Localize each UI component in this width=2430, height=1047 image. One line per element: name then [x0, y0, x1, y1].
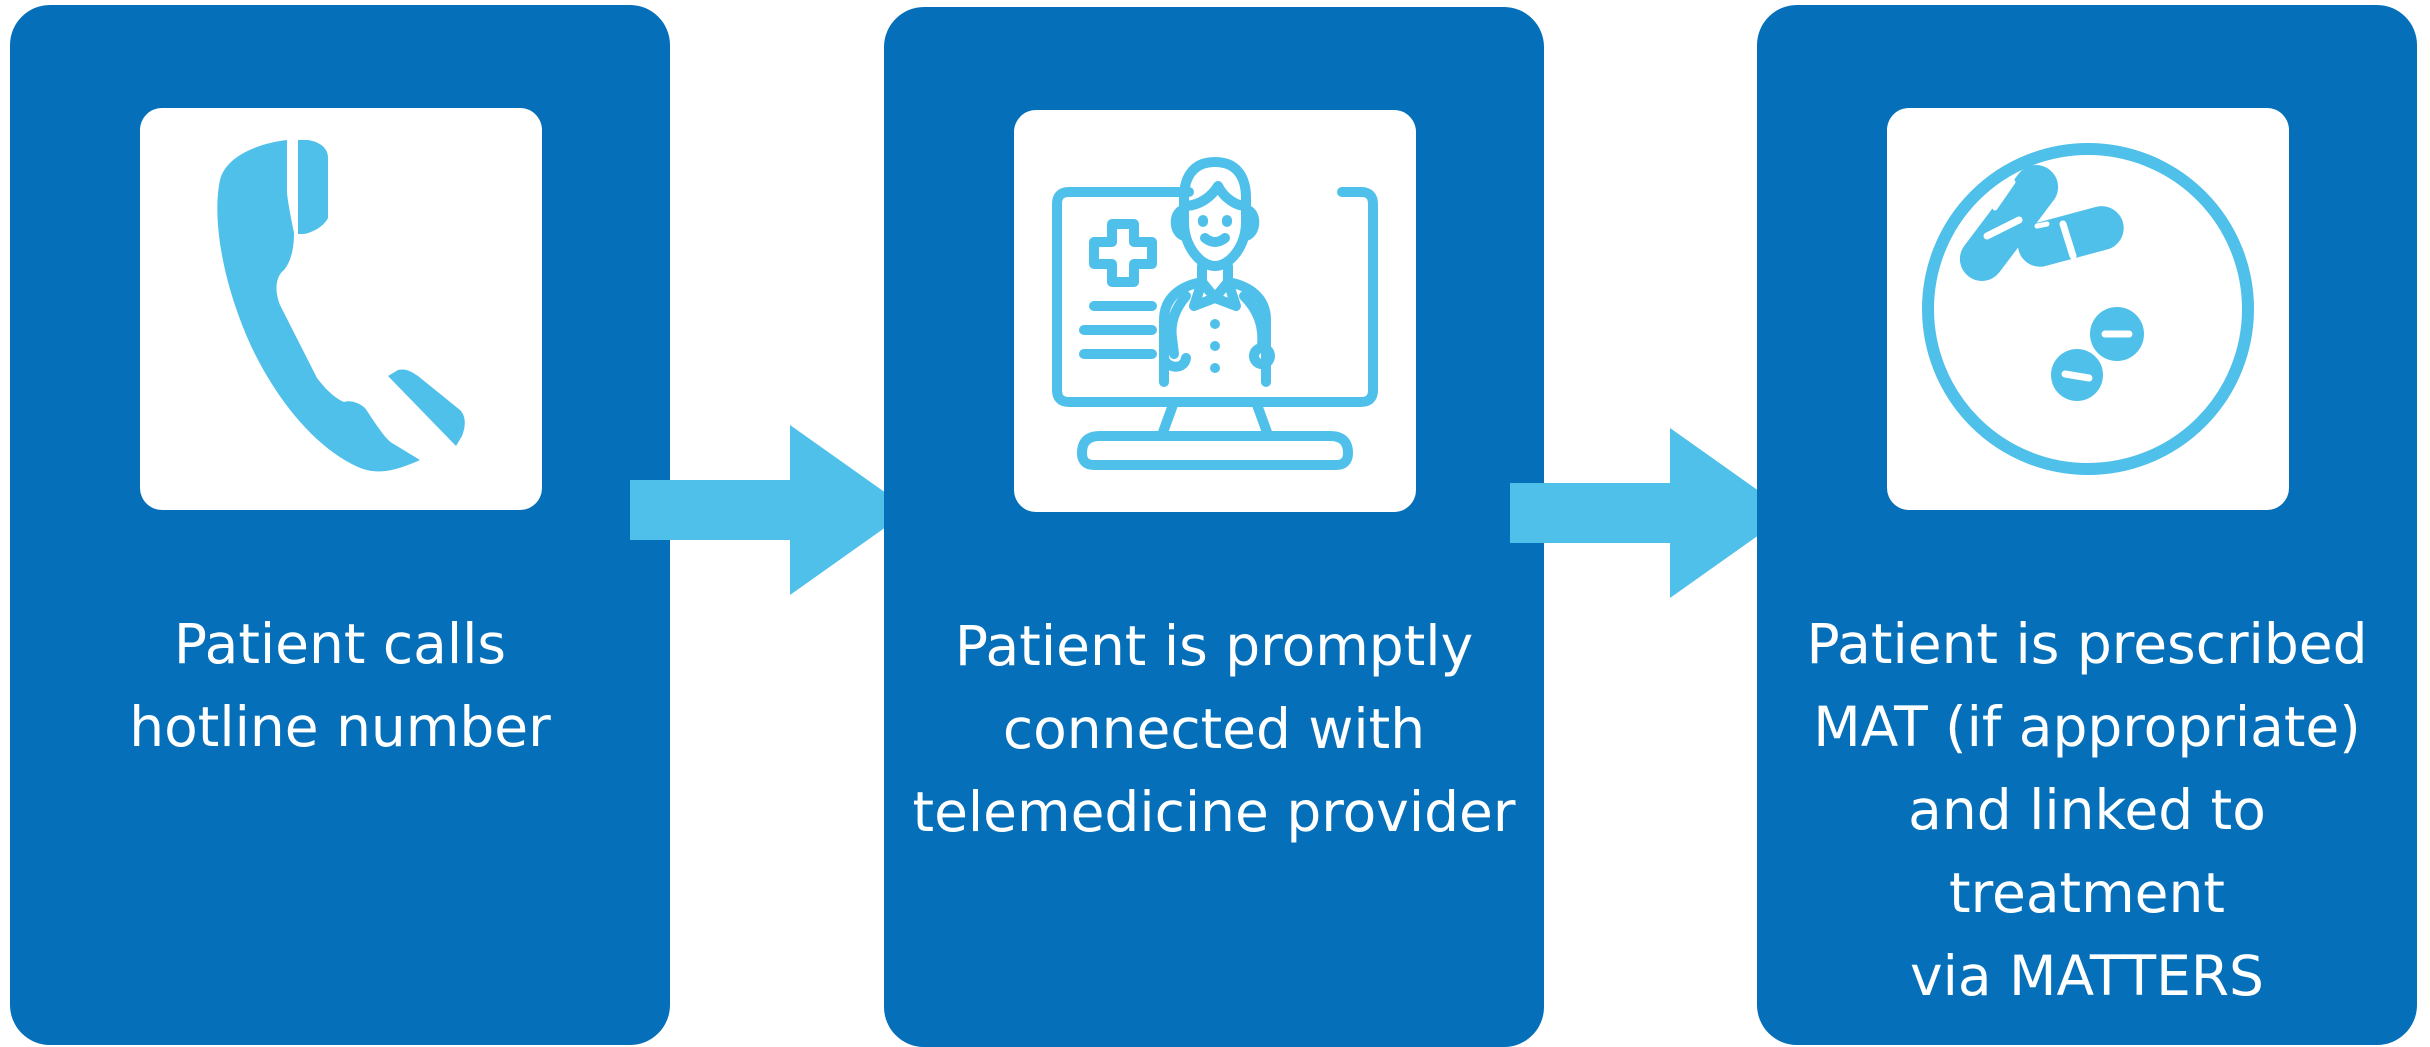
- step-3-text: Patient is prescribed MAT (if appropriat…: [1806, 612, 2368, 1008]
- step-1-icon-box: [140, 108, 542, 510]
- right-arrow-icon: [1510, 428, 1790, 598]
- medication-pills-icon: [1922, 143, 2254, 475]
- step-card-3: Patient is prescribed MAT (if appropriat…: [1757, 5, 2417, 1045]
- step-card-1: Patient calls hotline number: [10, 5, 670, 1045]
- telemedicine-doctor-monitor-icon: [1052, 157, 1378, 470]
- telephone-handset-icon: [217, 140, 465, 472]
- step-3-icon-box: [1887, 108, 2289, 510]
- step-2-text: Patient is promptly connected with telem…: [912, 614, 1516, 844]
- step-2-icon-box: [1014, 110, 1416, 512]
- right-arrow-icon: [630, 425, 910, 595]
- step-1-text: Patient calls hotline number: [129, 612, 551, 759]
- step-card-2: Patient is promptly connected with telem…: [884, 7, 1544, 1047]
